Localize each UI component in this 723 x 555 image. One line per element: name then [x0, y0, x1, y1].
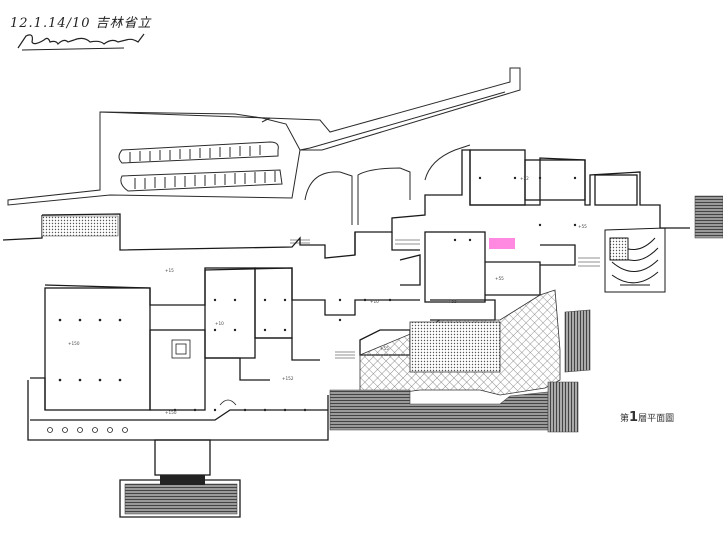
handwritten-annotation: 12.1.14/10 吉林省立	[4, 6, 154, 52]
level-mark: +150	[165, 410, 177, 415]
level-mark: +55	[578, 224, 587, 229]
level-mark: +10	[215, 321, 224, 326]
plan-title-prefix: 第	[620, 414, 630, 424]
signature-image	[17, 33, 145, 51]
column-grid	[58, 176, 577, 412]
level-marks: +150 +15 +10 +152 +150 +10 +55 +55 +55 +…	[68, 176, 587, 415]
plan-title-number: 1	[629, 410, 639, 425]
courtyard-hatch	[359, 289, 561, 396]
landscape-fill	[41, 195, 723, 515]
level-mark: +55	[380, 346, 389, 351]
level-mark: +22	[520, 176, 529, 181]
level-mark: +15	[165, 268, 174, 273]
portico	[47, 339, 237, 433]
level-mark: +152	[282, 376, 294, 381]
plan-title: 第1層平面圖	[620, 410, 674, 425]
plan-title-suffix: 層平面圖	[638, 414, 675, 424]
parking-area	[7, 67, 521, 225]
auditorium	[604, 227, 666, 293]
level-mark: +55	[495, 276, 504, 281]
level-mark: +150	[68, 341, 80, 346]
level-mark: +55	[448, 299, 457, 304]
level-mark: +10	[370, 299, 379, 304]
stairs	[290, 239, 600, 359]
handwritten-note: 12.1.14/10 吉林省立	[10, 16, 152, 31]
highlight-marker	[489, 238, 515, 249]
